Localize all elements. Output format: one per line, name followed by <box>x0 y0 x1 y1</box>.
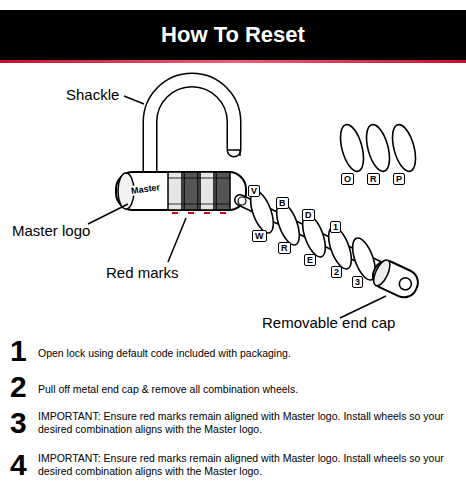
wheel-letter: D <box>302 209 315 221</box>
step-text: Pull off metal end cap & remove all comb… <box>38 383 456 396</box>
red-marks <box>172 213 226 214</box>
wheel-letter: R <box>278 242 291 254</box>
wheel-letter: E <box>304 254 316 266</box>
loose-wheels <box>336 122 420 174</box>
wheel-letter: P <box>393 173 405 185</box>
wheel-letter: V <box>248 185 260 197</box>
part-label: Removable end cap <box>262 314 395 332</box>
shackle-outline <box>150 80 234 178</box>
shaft-hole <box>238 197 246 205</box>
wheel-letter: 1 <box>330 221 341 233</box>
step-text: Open lock using default code included wi… <box>38 347 456 360</box>
step-number: 4 <box>10 450 27 480</box>
shaft-wheels <box>246 188 380 283</box>
shackle-notch <box>228 150 240 156</box>
part-label: Red marks <box>106 264 179 282</box>
wheel-letter: 3 <box>352 276 363 288</box>
part-label: Shackle <box>66 86 119 104</box>
wheel-letter: R <box>367 173 380 185</box>
part-label: Master logo <box>12 222 90 240</box>
step-text: IMPORTANT: Ensure red marks remain align… <box>38 452 456 478</box>
shackle-fill <box>150 80 234 178</box>
step-number: 3 <box>10 408 27 438</box>
wheel-letter: O <box>341 173 354 185</box>
wheel-letter: B <box>276 197 289 209</box>
step-number: 1 <box>10 336 27 366</box>
header-rule <box>0 60 466 63</box>
wheel-letter: W <box>252 230 267 242</box>
body-wheels <box>168 172 230 210</box>
wheel-letter: 2 <box>331 266 342 278</box>
end-cap <box>369 257 423 302</box>
step-number: 2 <box>10 372 27 402</box>
title: How To Reset <box>0 22 466 48</box>
lock-body <box>116 172 246 210</box>
step-text: IMPORTANT: Ensure red marks remain align… <box>38 410 456 436</box>
leader-lines <box>88 96 386 318</box>
